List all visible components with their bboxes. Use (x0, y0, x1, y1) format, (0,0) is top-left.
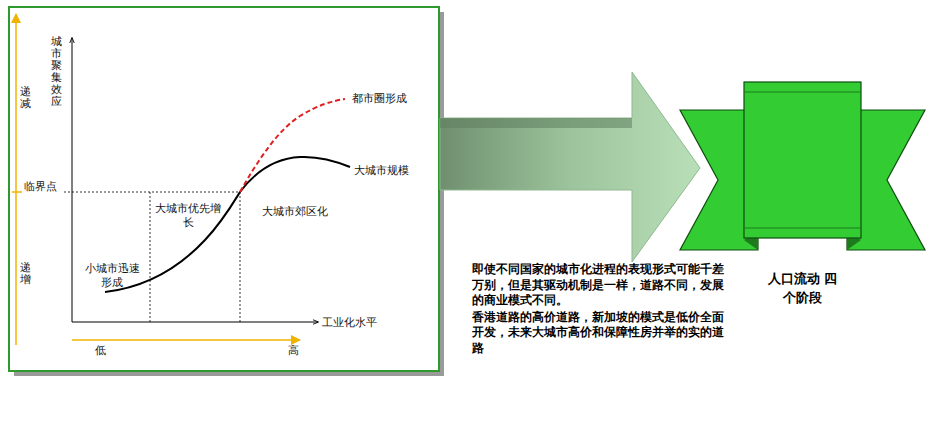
stage-label: 大城市优先增长 (155, 202, 221, 230)
threshold-line (64, 192, 240, 193)
ribbon-shape (678, 80, 927, 260)
axis-tick: 高 (288, 344, 299, 358)
stage-label: 大城市郊区化 (254, 205, 336, 219)
axis-title: 城市聚集效应 (51, 36, 62, 109)
stage-divider (240, 192, 241, 322)
curve-label: 大城市规模 (354, 164, 409, 178)
note-text: 香港道路的高价道路，新加坡的模式是低价全面开发，未来大城市高价和保障性房并举的实… (472, 310, 734, 357)
banner-caption: 人口流动 四个阶段 (764, 270, 842, 308)
axis-note: 递减 (20, 86, 31, 110)
ribbon-edge (744, 92, 861, 93)
x-axis (72, 322, 318, 323)
axis-note: 递增 (20, 262, 31, 286)
threshold-label: 临界点 (24, 180, 57, 194)
y-axis (72, 38, 73, 322)
stage-label: 小城市迅速形成 (80, 262, 144, 290)
big-arrow (440, 72, 700, 262)
curve-label: 都市圈形成 (352, 92, 407, 106)
threshold-tick (12, 191, 22, 193)
chart-panel (9, 7, 439, 371)
ribbon-center (744, 82, 861, 238)
bottom-arrow (72, 339, 300, 341)
metro-curve (240, 99, 345, 192)
stage-divider (150, 192, 151, 322)
note-text: 即使不同国家的城市化进程的表现形式可能千差万别，但是其驱动机制是一样，道路不同，… (472, 262, 734, 309)
ribbon-banner: 人口流动 四个阶段 (678, 80, 927, 316)
arrow-band (440, 118, 632, 128)
axis-tick: 低 (95, 344, 106, 358)
growth-curve (105, 157, 350, 292)
ribbon-edge (744, 228, 861, 229)
side-arrow (15, 14, 17, 345)
axis-label: 工业化水平 (322, 316, 377, 330)
